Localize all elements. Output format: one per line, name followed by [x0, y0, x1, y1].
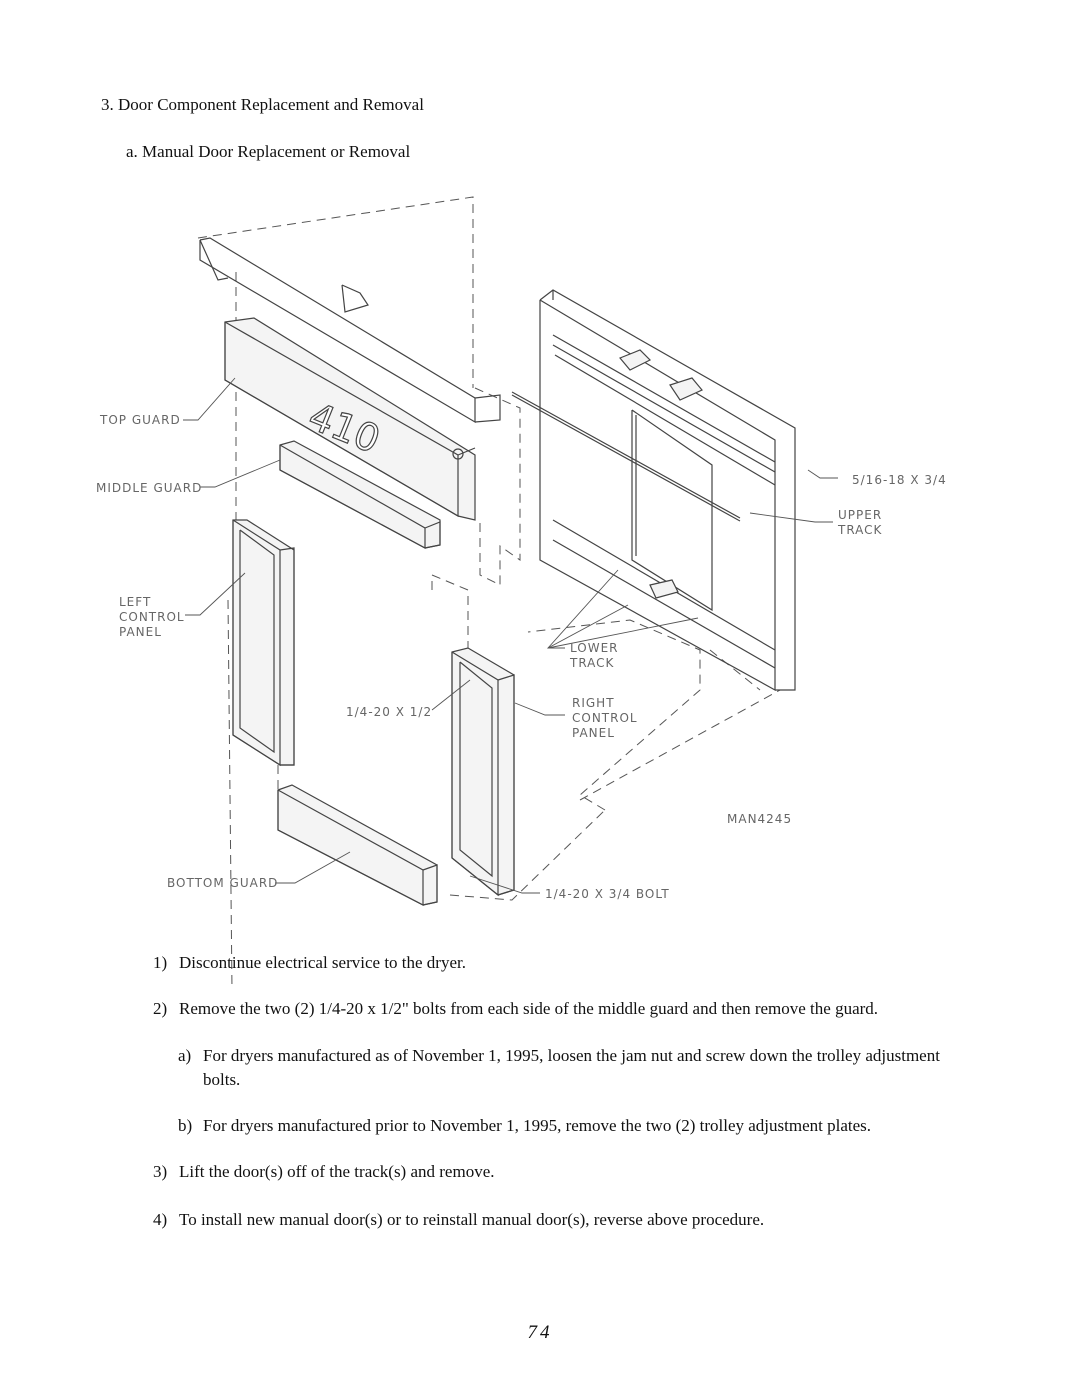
label-right-control-panel-2: CONTROL: [572, 711, 638, 725]
label-bolt-5-16-18: 5/16-18 X 3/4: [852, 473, 947, 487]
label-left-control-panel-2: CONTROL: [119, 610, 185, 624]
label-top-guard: TOP GUARD: [99, 413, 181, 427]
drawing-id: MAN4245: [727, 812, 792, 826]
middle-guard-part: [279, 440, 441, 550]
bottom-guard-part: [277, 784, 438, 906]
label-middle-guard: MIDDLE GUARD: [96, 481, 202, 495]
leader-lines: [183, 377, 838, 894]
label-bolt-1-4-20-half: 1/4-20 X 1/2: [346, 705, 432, 719]
step-number: a): [178, 1046, 192, 1065]
label-upper-track-2: TRACK: [837, 523, 883, 537]
label-left-control-panel-1: LEFT: [119, 595, 151, 609]
step-text: Discontinue electrical service to the dr…: [179, 953, 466, 972]
left-control-panel-part: [232, 519, 295, 767]
step-number: 1): [153, 953, 168, 972]
label-left-control-panel-3: PANEL: [119, 625, 162, 639]
label-lower-track-2: TRACK: [569, 656, 615, 670]
label-right-control-panel-3: PANEL: [572, 726, 615, 740]
step-number: 4): [153, 1210, 168, 1229]
step-text: Remove the two (2) 1/4-20 x 1/2" bolts f…: [179, 999, 879, 1018]
step-text: For dryers manufactured prior to Novembe…: [203, 1116, 872, 1135]
step-text: Lift the door(s) off of the track(s) and…: [179, 1162, 495, 1181]
section-heading: 3. Door Component Replacement and Remova…: [101, 95, 424, 114]
label-bottom-guard: BOTTOM GUARD: [167, 876, 278, 890]
label-upper-track-1: UPPER: [838, 508, 882, 522]
door-frame-assembly: [511, 289, 796, 692]
step-number: b): [178, 1116, 193, 1135]
subsection-heading: a. Manual Door Replacement or Removal: [126, 142, 411, 161]
top-guard-part: 410: [199, 237, 501, 521]
step-number: 2): [153, 999, 168, 1018]
step-text: To install new manual door(s) or to rein…: [179, 1210, 765, 1229]
label-bolt-1-4-20-3-4: 1/4-20 X 3/4 BOLT: [545, 887, 670, 901]
step-text: For dryers manufactured as of November 1…: [203, 1046, 940, 1089]
step-number: 3): [153, 1162, 168, 1181]
right-control-panel-part: [451, 647, 515, 897]
label-lower-track-1: LOWER: [570, 641, 619, 655]
label-right-control-panel-1: RIGHT: [572, 696, 615, 710]
page-number: 74: [527, 1322, 553, 1343]
